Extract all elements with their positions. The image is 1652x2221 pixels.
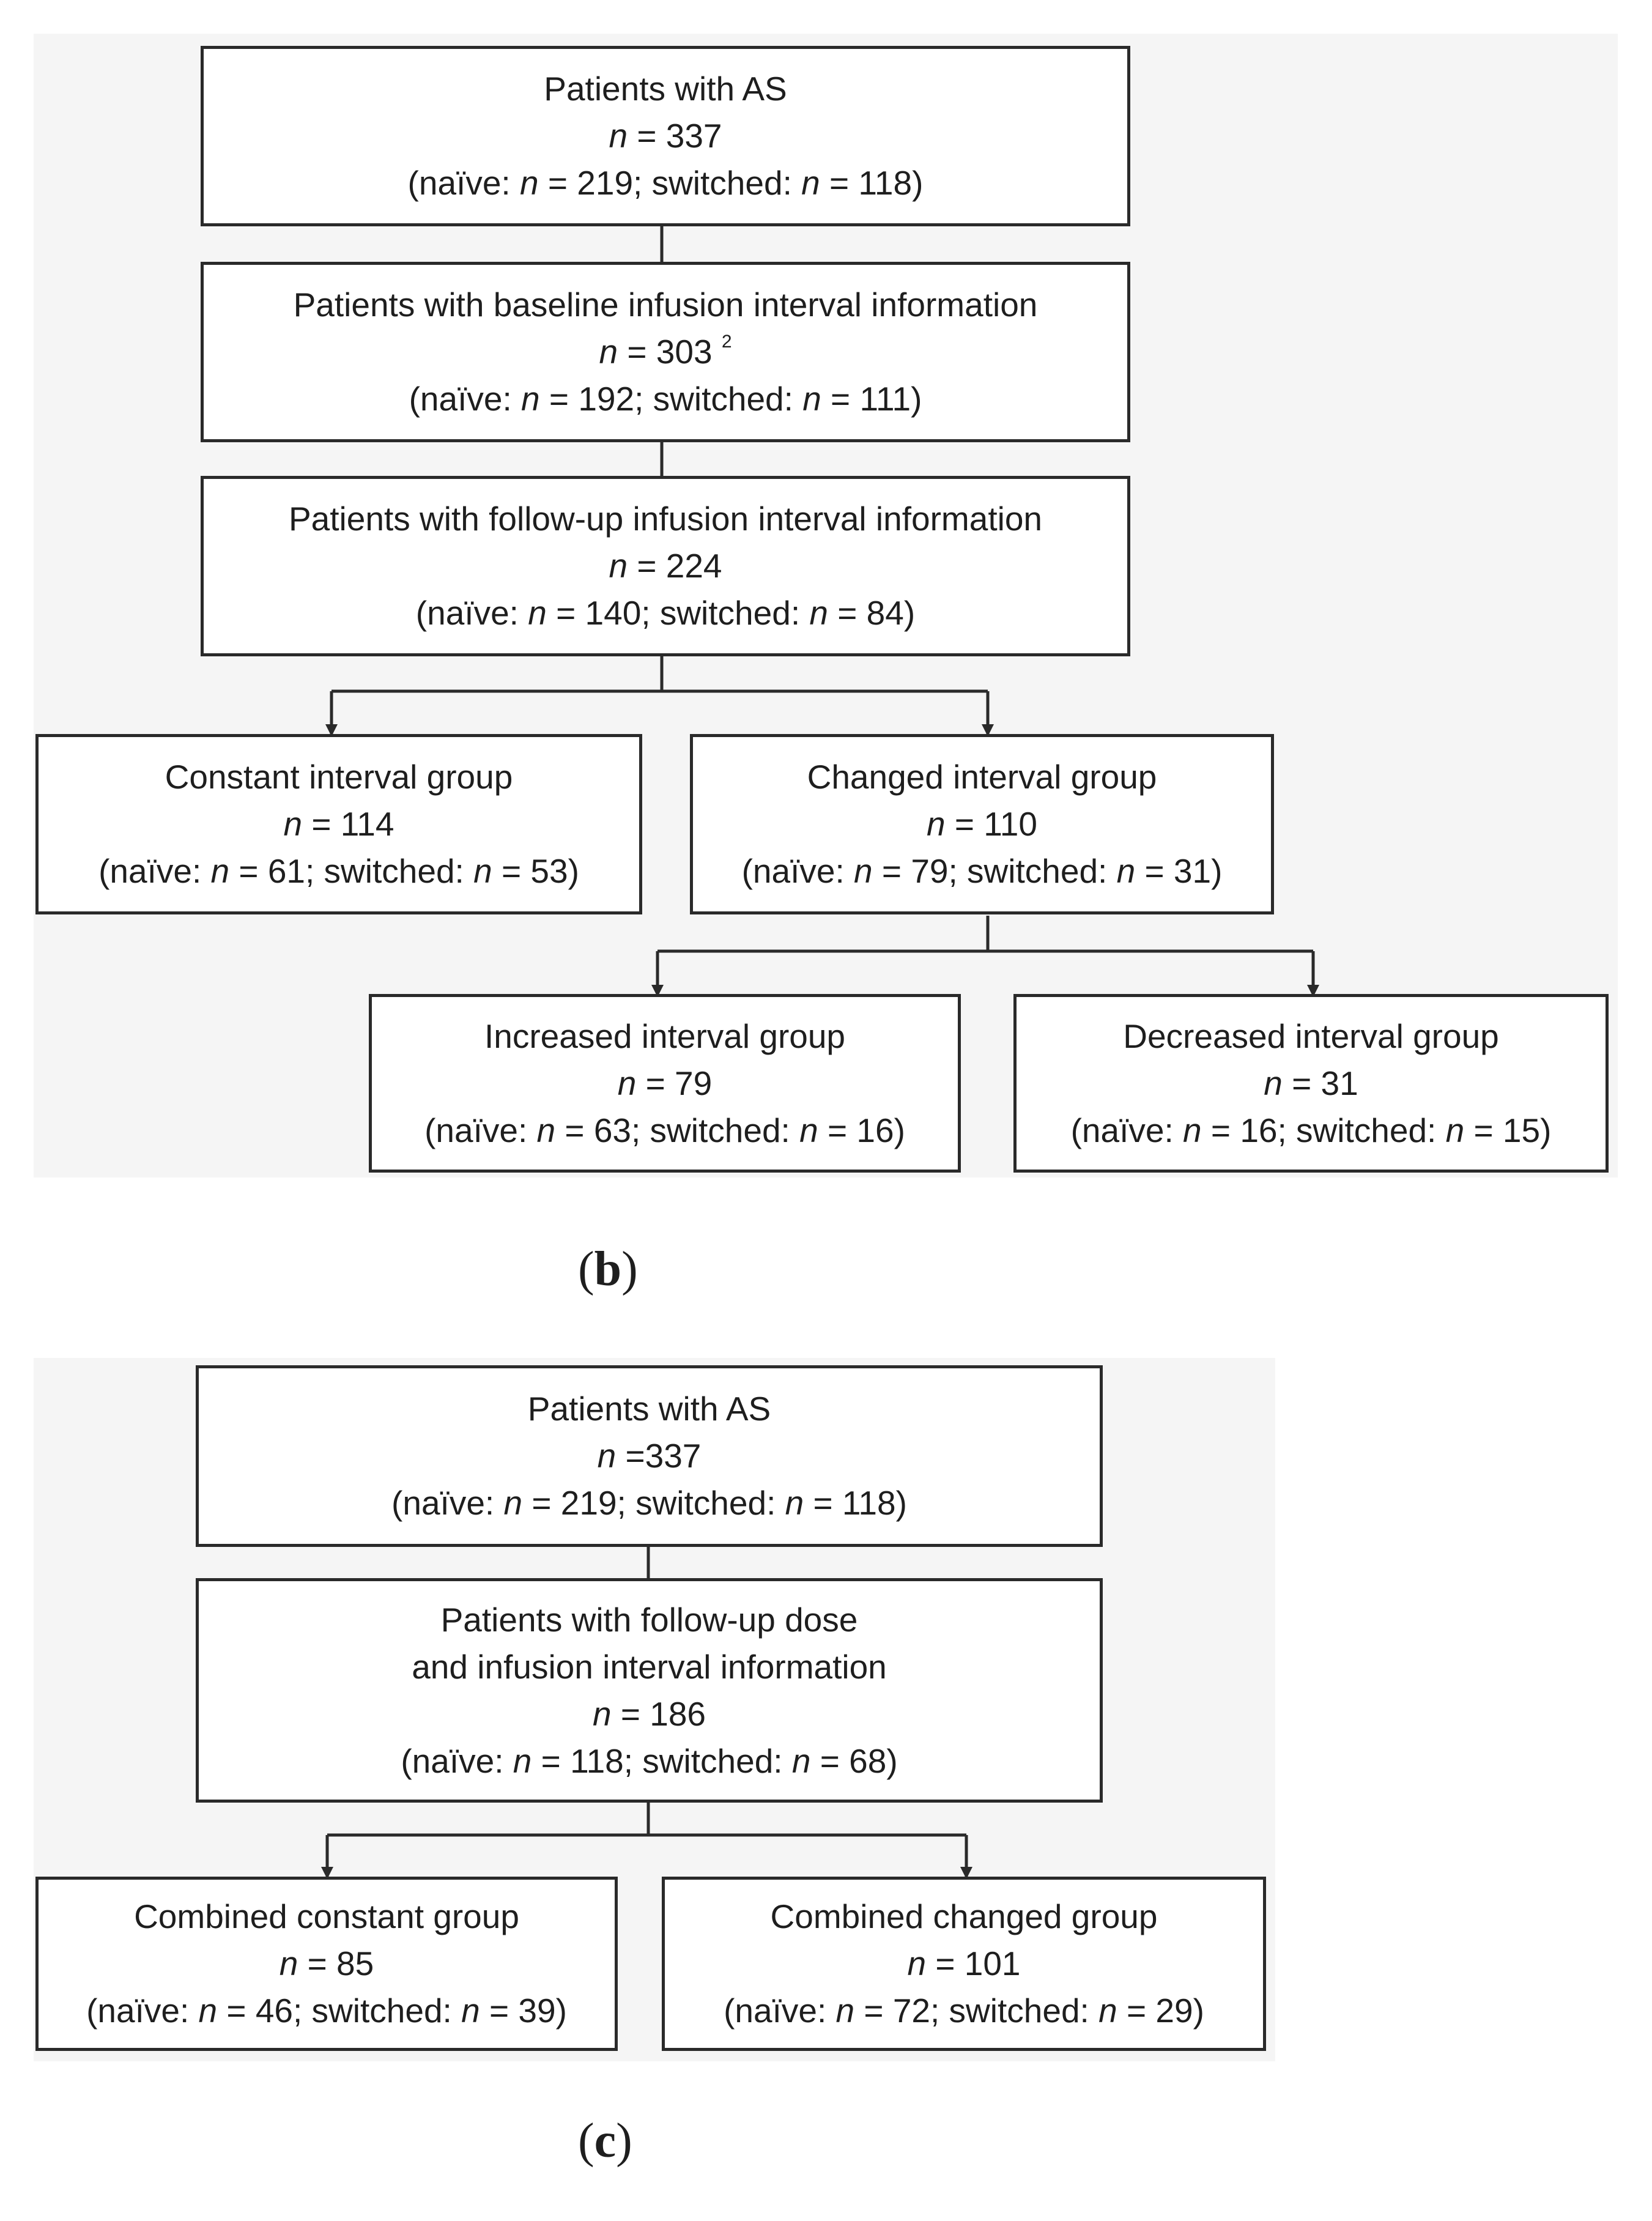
box-title: Combined changed group (770, 1897, 1158, 1935)
box-title: Changed interval group (807, 758, 1157, 796)
box-title: Combined constant group (134, 1897, 519, 1935)
box-breakdown: (naïve: n = 192; switched: n = 111) (409, 380, 922, 418)
box-c-followup-dose-interval: Patients with follow-up dose and infusio… (196, 1578, 1103, 1803)
box-title: Constant interval group (165, 758, 513, 796)
panel-b-caption: (b) (578, 1242, 638, 1296)
box-count: n = 186 (592, 1694, 706, 1733)
box-count: n = 79 (617, 1064, 713, 1102)
box-followup-interval: Patients with follow-up infusion interva… (201, 476, 1130, 656)
box-breakdown: (naïve: n = 219; switched: n = 118) (391, 1484, 907, 1522)
footnote-marker: 2 (721, 332, 732, 352)
box-breakdown: (naïve: n = 72; switched: n = 29) (724, 1992, 1204, 2030)
box-breakdown: (naïve: n = 46; switched: n = 39) (86, 1992, 567, 2030)
box-count: n = 114 (283, 805, 394, 843)
box-title: Decreased interval group (1123, 1017, 1499, 1055)
box-c-combined-changed: Combined changed group n = 101 (naïve: n… (662, 1877, 1266, 2051)
box-c-patients-with-as: Patients with AS n =337 (naïve: n = 219;… (196, 1365, 1103, 1547)
box-breakdown: (naïve: n = 219; switched: n = 118) (407, 164, 924, 202)
box-breakdown: (naïve: n = 16; switched: n = 15) (1070, 1111, 1552, 1149)
box-title: Patients with AS (544, 70, 787, 108)
box-baseline-interval: Patients with baseline infusion interval… (201, 262, 1130, 442)
box-count: n = 101 (907, 1945, 1021, 1982)
box-count: n = 31 (1264, 1064, 1358, 1102)
box-constant-interval: Constant interval group n = 114 (naïve: … (35, 734, 642, 914)
box-count: n = 303 2 (599, 332, 732, 371)
box-title: Patients with follow-up infusion interva… (289, 500, 1042, 538)
box-title: Increased interval group (484, 1017, 846, 1055)
box-count: n = 110 (927, 805, 1037, 843)
box-title: Patients with baseline infusion interval… (293, 286, 1038, 324)
box-title: Patients with AS (527, 1390, 771, 1428)
box-patients-with-as: Patients with AS n = 337 (naïve: n = 219… (201, 46, 1130, 226)
box-title-line2: and infusion interval information (412, 1647, 887, 1686)
box-breakdown: (naïve: n = 63; switched: n = 16) (424, 1111, 905, 1149)
box-c-combined-constant: Combined constant group n = 85 (naïve: n… (35, 1877, 618, 2051)
box-breakdown: (naïve: n = 140; switched: n = 84) (415, 594, 916, 632)
box-count: n = 337 (609, 117, 722, 155)
box-breakdown: (naïve: n = 61; switched: n = 53) (98, 852, 579, 890)
box-title-line1: Patients with follow-up dose (440, 1600, 858, 1639)
box-breakdown: (naïve: n = 118; switched: n = 68) (401, 1741, 898, 1780)
box-count: n = 85 (279, 1945, 374, 1982)
box-breakdown: (naïve: n = 79; switched: n = 31) (741, 852, 1223, 890)
box-count: n =337 (597, 1437, 702, 1475)
box-increased-interval: Increased interval group n = 79 (naïve: … (369, 994, 961, 1173)
box-changed-interval: Changed interval group n = 110 (naïve: n… (690, 734, 1274, 914)
box-count: n = 224 (609, 547, 722, 585)
box-decreased-interval: Decreased interval group n = 31 (naïve: … (1013, 994, 1609, 1173)
panel-c-caption: (c) (578, 2114, 632, 2168)
